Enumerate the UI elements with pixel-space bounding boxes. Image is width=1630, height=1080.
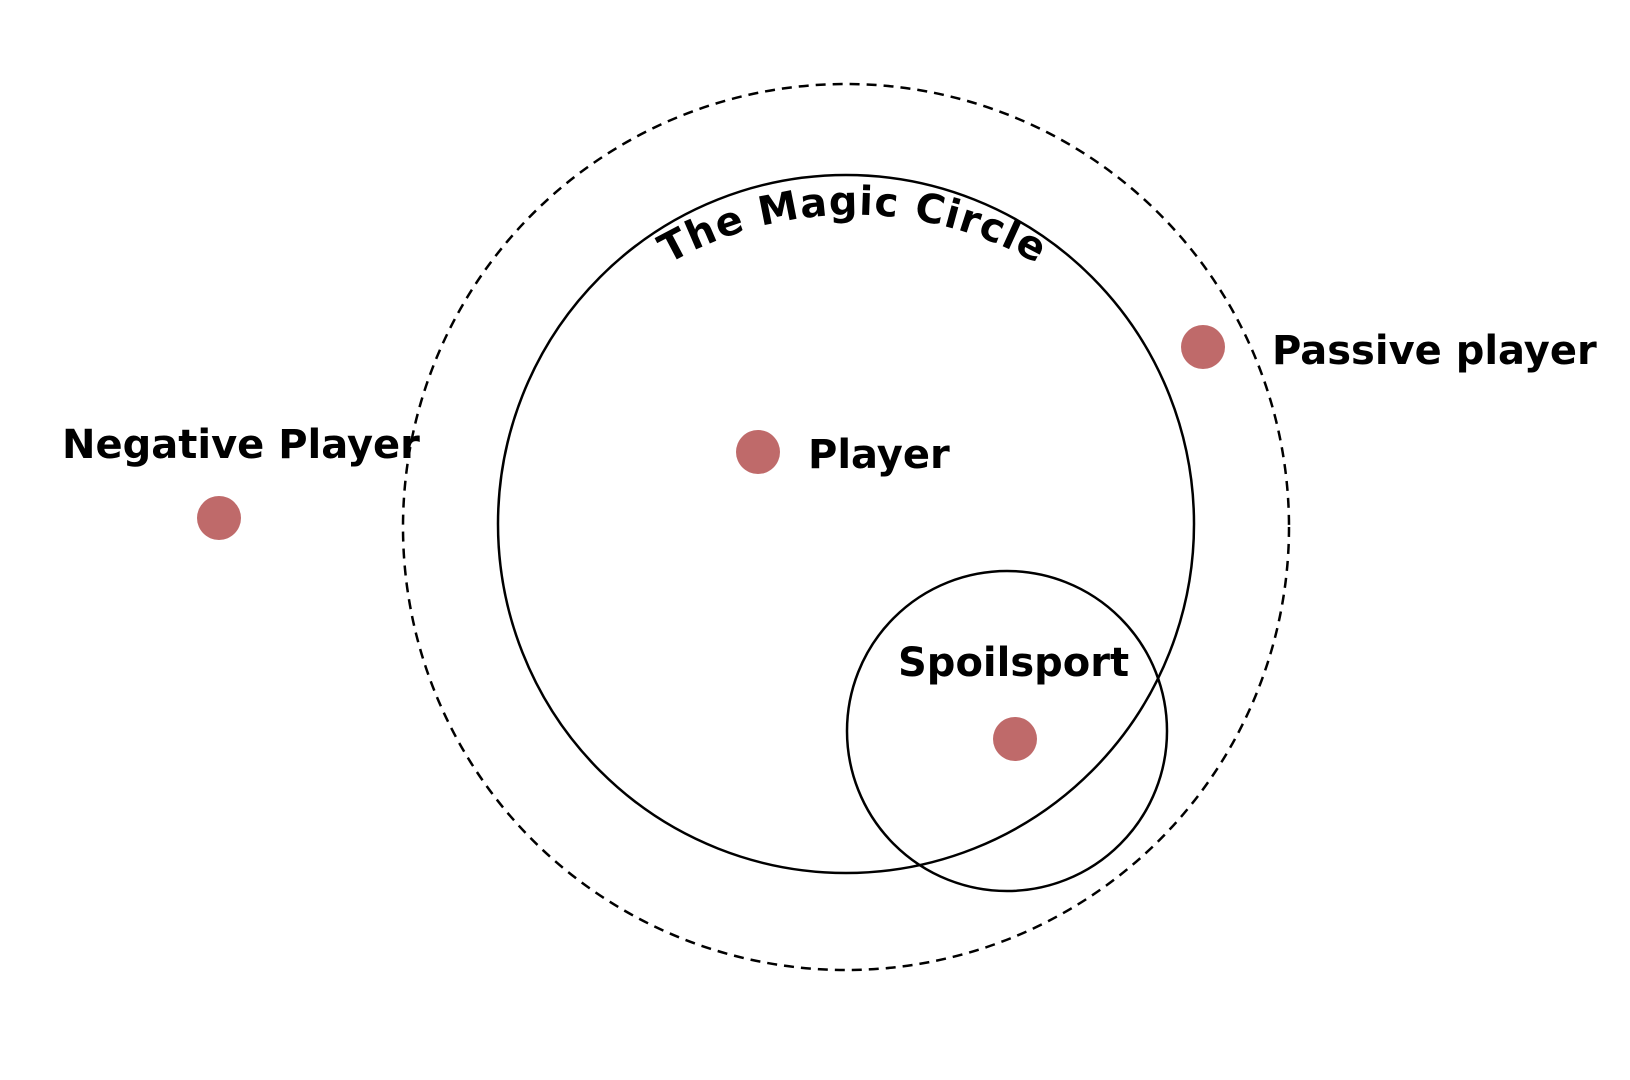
magic-circle-title-path: The Magic Circle bbox=[651, 178, 1054, 272]
passive-player-label: Passive player bbox=[1272, 328, 1597, 374]
outer-dashed-circle bbox=[401, 82, 1291, 972]
magic-circle-title: The Magic Circle bbox=[651, 178, 1055, 272]
spoilsport-circle bbox=[845, 569, 1169, 893]
negative-player-label: Negative Player bbox=[62, 422, 420, 468]
negative-player-dot bbox=[197, 496, 241, 540]
player-label: Player bbox=[808, 432, 950, 478]
spoilsport-label: Spoilsport bbox=[898, 640, 1129, 686]
passive-player-dot bbox=[1181, 325, 1225, 369]
player-dot bbox=[736, 430, 780, 474]
magic-circle bbox=[496, 173, 1196, 875]
spoilsport-dot bbox=[993, 717, 1037, 761]
